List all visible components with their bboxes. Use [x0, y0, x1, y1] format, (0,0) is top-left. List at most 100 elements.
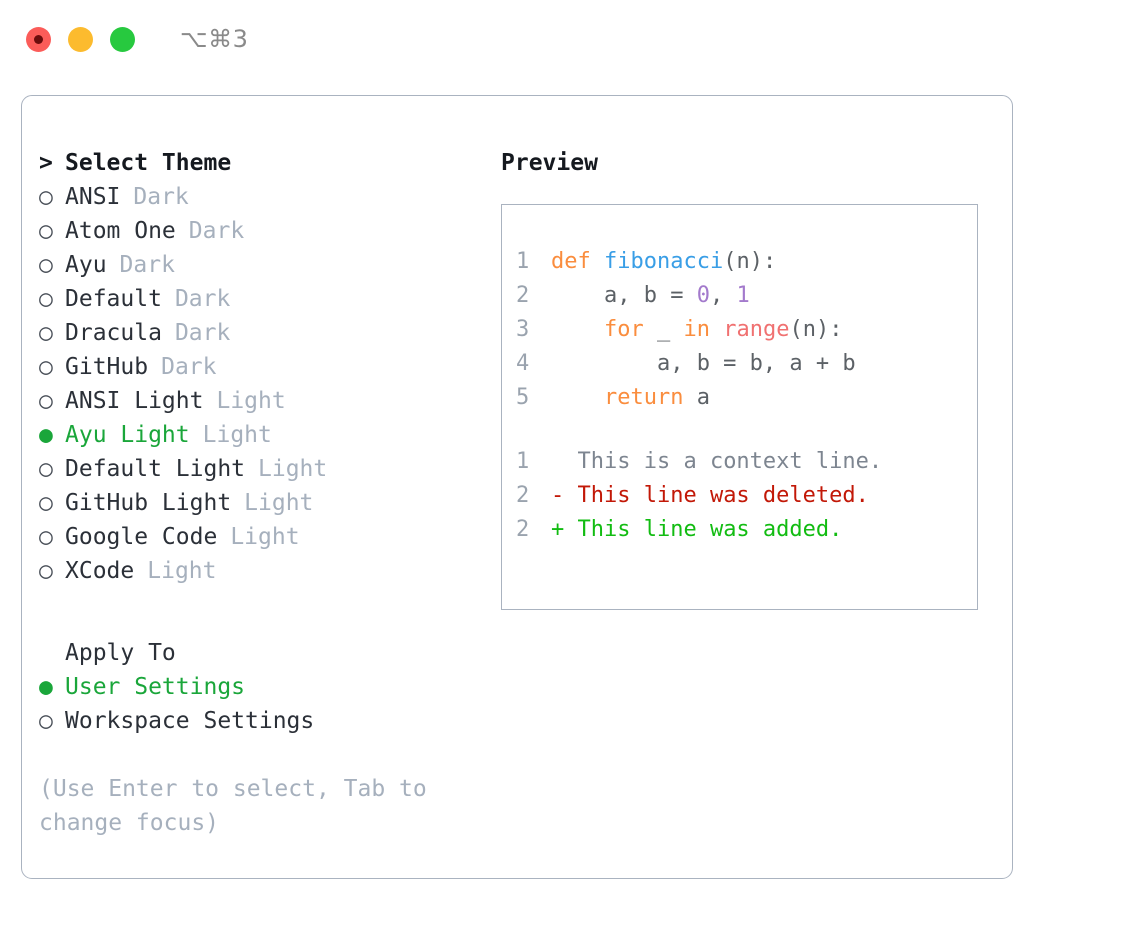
theme-category-label: Dark [133, 184, 189, 210]
preview-heading: Preview [501, 150, 598, 176]
theme-category-label: Dark [161, 354, 217, 380]
theme-category-label: Light [230, 524, 300, 550]
radio-unselected-icon: ○ [39, 558, 53, 584]
traffic-light-controls [26, 26, 135, 52]
theme-category-label: Dark [119, 252, 175, 278]
theme-category-label: Dark [174, 286, 231, 312]
diff-block: 1 This is a context line.2- This line wa… [516, 445, 971, 547]
theme-name-label: ANSI Light [65, 388, 204, 414]
line-number: 1 [516, 449, 530, 474]
code-line-text: for _ in range(n): [542, 313, 842, 347]
code-token: def [551, 249, 604, 274]
theme-name-label: Atom One [65, 218, 176, 244]
radio-unselected-icon: ○ [39, 456, 53, 482]
diff-line: 2+ This line was added. [516, 513, 971, 547]
code-token: (n): [789, 317, 843, 342]
apply-to-options: ●User Settings ○ Workspace Settings [39, 670, 479, 738]
radio-unselected-icon: ○ [39, 388, 53, 414]
radio-unselected-icon: ○ [39, 708, 53, 734]
theme-category-label: Light [244, 490, 314, 516]
code-token: 1 [736, 283, 750, 308]
apply-to-option-label: User Settings [65, 674, 246, 700]
theme-name-label: Ayu Light [65, 422, 190, 448]
diff-marker: - [551, 483, 565, 508]
code-token [710, 317, 723, 342]
theme-name-label: Ayu [65, 252, 107, 278]
maximize-button-icon[interactable] [110, 26, 135, 52]
code-line-text: a, b = b, a + b [542, 347, 856, 381]
keyboard-hint-text: (Use Enter to select, Tab to change focu… [39, 776, 441, 836]
caret-prompt-icon: > [39, 150, 53, 176]
line-number: 4 [516, 351, 530, 376]
code-line: 2 a, b = 0, 1 [516, 279, 971, 313]
radio-unselected-icon: ○ [39, 490, 53, 516]
line-number: 2 [516, 283, 530, 308]
theme-category-label: Dark [174, 320, 231, 346]
keyboard-shortcut-label: ⌥⌘3 [180, 25, 249, 53]
diff-marker [551, 449, 564, 474]
line-number: 1 [516, 249, 530, 274]
section-spacer [39, 588, 479, 636]
code-line: 4 a, b = b, a + b [516, 347, 971, 381]
apply-to-option-label: Workspace Settings [65, 708, 315, 734]
apply-to-option[interactable]: ●User Settings [39, 670, 479, 704]
apply-to-option[interactable]: ○ Workspace Settings [39, 704, 479, 738]
theme-name-label: Google Code [65, 524, 218, 550]
diff-line-content: - This line was deleted. [542, 479, 869, 513]
radio-unselected-icon: ○ [39, 218, 53, 244]
code-line: 5 return a [516, 381, 971, 415]
theme-list-item[interactable]: ○ XCode Light [39, 554, 479, 588]
theme-list-item[interactable]: ○ Atom One Dark [39, 214, 479, 248]
theme-name-label: XCode [65, 558, 135, 584]
theme-list-item[interactable]: ○ Default Dark [39, 282, 479, 316]
theme-list-item[interactable]: ○ Ayu Dark [39, 248, 479, 282]
theme-name-label: Dracula [65, 320, 162, 346]
diff-line: 2- This line was deleted. [516, 479, 971, 513]
code-diff-spacer [516, 415, 971, 445]
theme-list-item[interactable]: ○ GitHub Light Light [39, 486, 479, 520]
minimize-button-icon[interactable] [68, 26, 93, 52]
diff-marker: + [551, 517, 565, 542]
radio-unselected-icon: ○ [39, 252, 53, 278]
radio-selected-icon: ● [39, 422, 53, 448]
radio-unselected-icon: ○ [39, 524, 53, 550]
diff-text: This line was deleted. [564, 483, 869, 508]
theme-list-item[interactable]: ○ Google Code Light [39, 520, 479, 554]
code-line-text: def fibonacci(n): [542, 245, 776, 279]
code-token: a, b = [551, 283, 697, 308]
code-token: _ [643, 317, 684, 342]
code-token: for [603, 317, 644, 342]
radio-unselected-icon: ○ [39, 286, 53, 312]
code-token: 0 [696, 283, 710, 308]
theme-name-label: Default Light [65, 456, 246, 482]
line-number: 2 [516, 517, 530, 542]
code-line-text: a, b = 0, 1 [542, 279, 750, 313]
code-token: in [683, 317, 710, 342]
theme-category-label: Dark [188, 218, 245, 244]
theme-name-label: ANSI [65, 184, 121, 210]
theme-category-label: Light [147, 558, 217, 584]
code-line-text: return a [542, 381, 710, 415]
diff-line: 1 This is a context line. [516, 445, 971, 479]
radio-unselected-icon: ○ [39, 354, 53, 380]
code-token: a [683, 385, 710, 410]
code-token [551, 385, 604, 410]
close-button-icon[interactable] [26, 26, 51, 52]
theme-name-label: GitHub Light [65, 490, 232, 516]
code-token: , [709, 283, 737, 308]
theme-name-label: Default [65, 286, 162, 312]
